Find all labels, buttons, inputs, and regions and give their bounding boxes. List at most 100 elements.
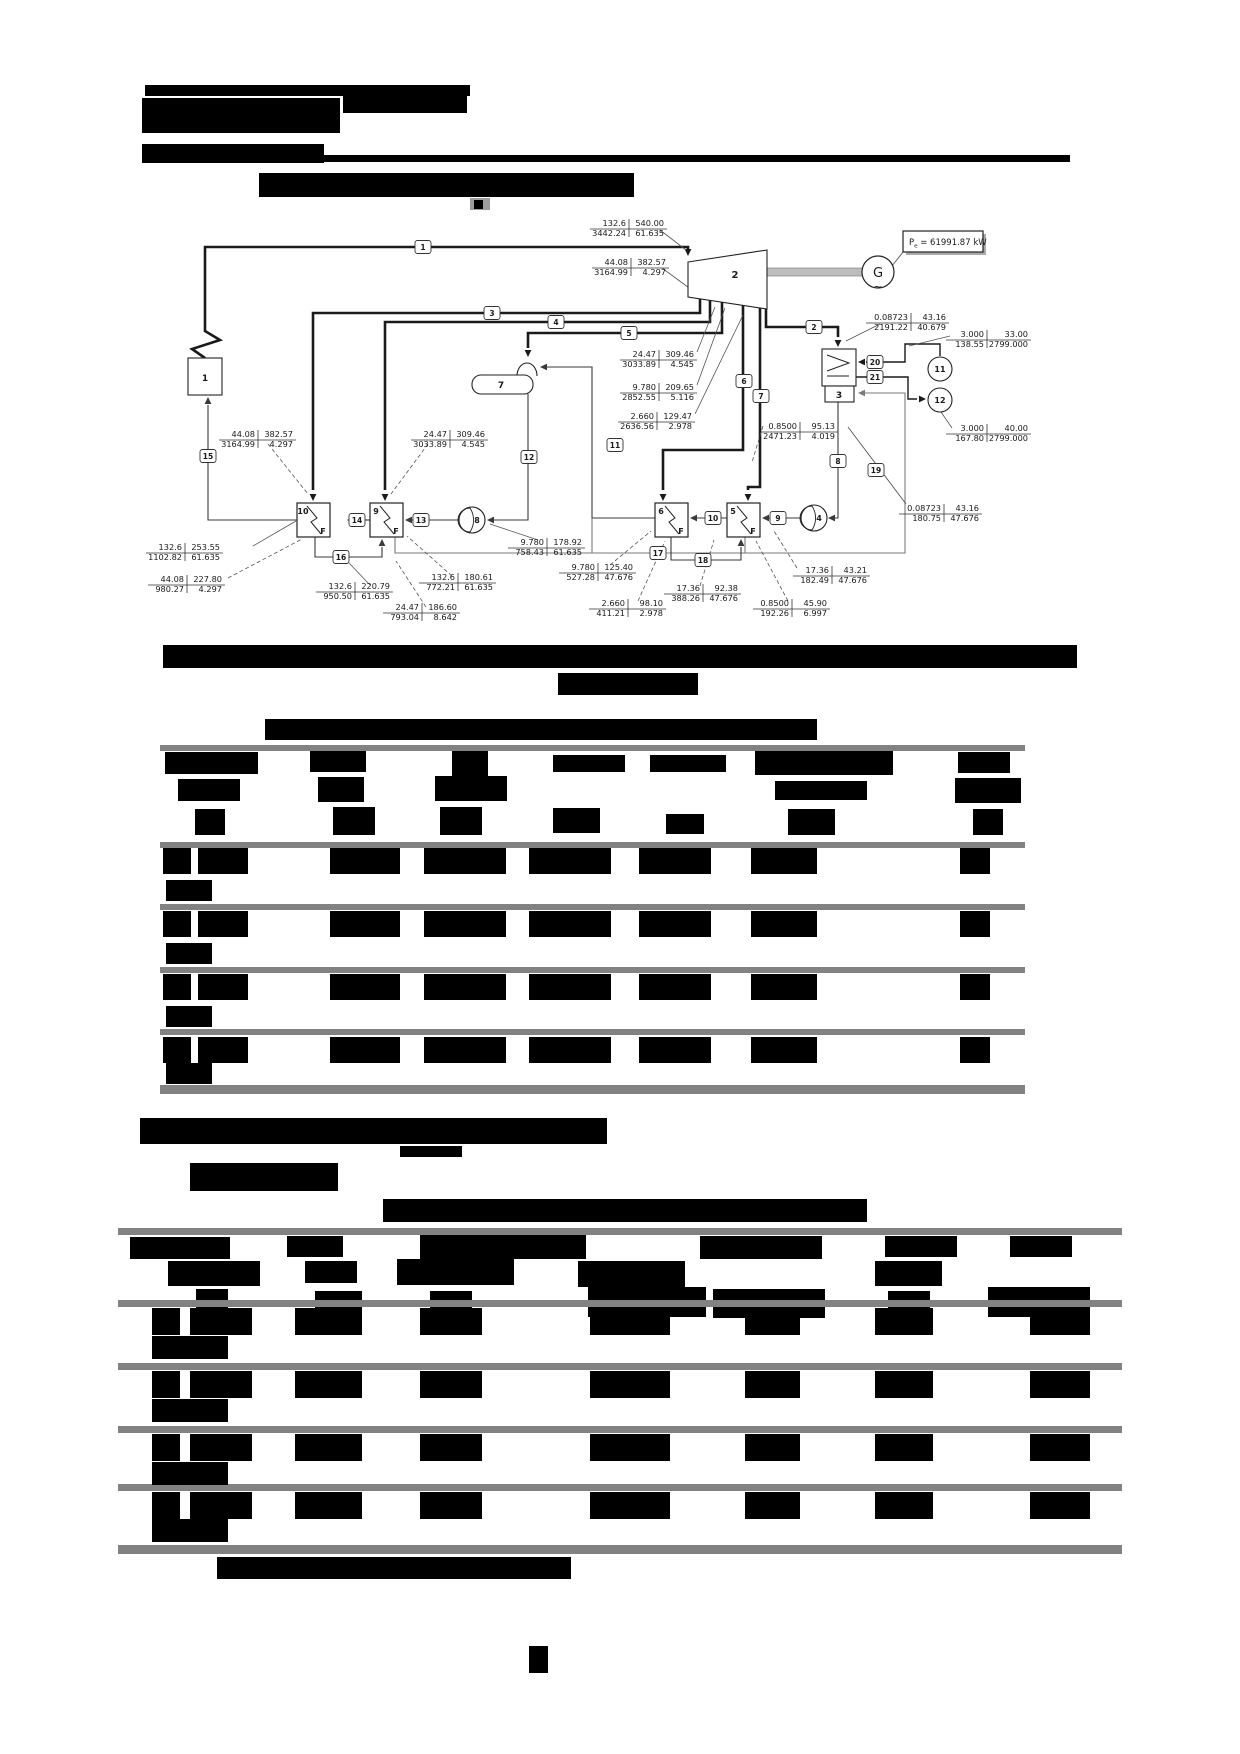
flow-arrow-icon (378, 539, 386, 546)
stream-temperature: 382.57 (264, 429, 293, 439)
stream-tag-label: 10 (708, 514, 718, 523)
redacted-cell (590, 1492, 670, 1519)
stream-massflow: 40.679 (917, 322, 946, 332)
stream-massflow: 6.997 (804, 608, 827, 618)
redacted-cell (163, 911, 191, 937)
feedwater-heater-10-coil-icon (306, 505, 322, 535)
redacted-text (440, 807, 482, 835)
stream-tag-label: 14 (352, 516, 362, 525)
stream-tag-label: 4 (553, 318, 558, 327)
flow-line (311, 298, 702, 490)
redacted-cell-sub (152, 1399, 228, 1422)
redacted-cell (960, 911, 990, 937)
stream-pressure: 132.6 (159, 542, 182, 552)
stream-enthalpy: 167.80 (955, 433, 984, 443)
label-leader-line (694, 314, 744, 415)
redacted-cell (960, 848, 990, 874)
redacted-cell (745, 1492, 800, 1519)
flow-line (189, 329, 224, 360)
flow-line (383, 299, 712, 490)
label-leader-line (609, 530, 652, 566)
stream-massflow: 8.642 (434, 612, 457, 622)
stream-temperature: 186.60 (428, 602, 457, 612)
stream-pressure: 3.000 (961, 329, 984, 339)
redacted-cell (295, 1308, 362, 1335)
flow-arrow-icon (858, 389, 865, 397)
stream-tag-2 (805, 320, 823, 334)
feedwater-heater-9-f-label: F (393, 527, 398, 536)
redacted-cell (529, 974, 611, 1000)
redacted-text (775, 781, 867, 800)
stream-enthalpy: 192.26 (760, 608, 789, 618)
table-rule (118, 1228, 1122, 1235)
feedwater-heater-6-f-label: F (678, 527, 683, 536)
stream-tag-label: 9 (775, 514, 780, 523)
redacted-cell-sub (166, 1006, 212, 1027)
stream-massflow: 5.116 (671, 392, 694, 402)
pump-8-label: 8 (474, 516, 480, 525)
turbine-label: 2 (732, 270, 739, 281)
redacted-text (217, 1557, 571, 1579)
label-leader-line (773, 530, 798, 569)
table-rule (118, 1426, 1122, 1433)
redacted-text (259, 173, 634, 197)
stream-massflow: 47.676 (709, 593, 738, 603)
flow-line (891, 251, 904, 267)
turbine-shaft (766, 267, 864, 277)
stream-tag-label: 18 (698, 556, 708, 565)
redacted-cell (529, 1037, 611, 1063)
feedwater-heater-5-f-label: F (750, 527, 755, 536)
redacted-cell (295, 1434, 362, 1461)
stream-massflow: 2799.000 (989, 433, 1028, 443)
flow-arrow-icon (405, 516, 412, 524)
redacted-cell (420, 1492, 482, 1519)
redacted-cell (330, 911, 400, 937)
power-value: Pe = 61991.87 kW (909, 238, 987, 250)
stream-tag-16 (332, 550, 350, 564)
redacted-text (452, 748, 488, 778)
redacted-text (397, 1259, 514, 1285)
pump-4-label: 4 (816, 514, 822, 523)
redacted-cell (163, 1037, 191, 1063)
stream-massflow: 4.019 (812, 431, 835, 441)
stream-massflow: 61.635 (191, 552, 220, 562)
label-leader-line (267, 443, 309, 495)
redacted-cell (190, 1492, 252, 1519)
figure-anchor-mark (474, 200, 483, 209)
flow-line (866, 343, 941, 363)
redacted-text (305, 1261, 357, 1283)
boiler-label: 1 (202, 374, 208, 384)
flow-arrow-icon (919, 395, 926, 403)
stream-temperature: 540.00 (635, 218, 664, 228)
flow-arrow-icon (524, 350, 532, 357)
stream-temperature: 129.47 (663, 411, 692, 421)
redacted-text (973, 809, 1003, 835)
stream-tag-label: 12 (524, 453, 534, 462)
redacted-text (875, 1261, 942, 1286)
label-leader-line (406, 535, 453, 577)
stream-tag-label: 7 (758, 392, 763, 401)
feedwater-heater-10-label: 10 (297, 507, 309, 516)
redacted-text (165, 752, 258, 774)
boiler (187, 357, 223, 396)
stream-pressure: 0.8500 (760, 598, 789, 608)
redacted-cell-sub (166, 943, 212, 964)
flow-line (547, 366, 655, 519)
label-leader-line (395, 560, 427, 608)
stream-enthalpy: 758.43 (515, 547, 544, 557)
redacted-text (666, 814, 704, 834)
label-leader-line (699, 539, 715, 587)
stream-massflow: 4.297 (643, 267, 666, 277)
feedwater-heater-9-coil-icon (379, 505, 395, 535)
redacted-text (400, 1146, 462, 1157)
stream-temperature: 220.79 (361, 581, 390, 591)
flow-arrow-icon (834, 340, 842, 347)
redacted-cell-sub (152, 1519, 228, 1542)
redacted-cell (424, 848, 506, 874)
stream-temperature: 43.21 (844, 565, 867, 575)
stream-enthalpy: 793.04 (390, 612, 419, 622)
feedwater-heater-10-f-label: F (320, 527, 325, 536)
flow-line (856, 376, 917, 400)
stream-massflow: 61.635 (553, 547, 582, 557)
